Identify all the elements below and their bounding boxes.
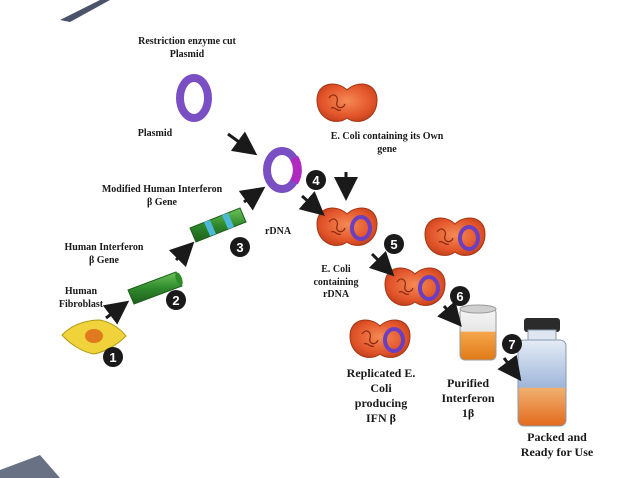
step-number: 1 — [109, 350, 116, 365]
step-badge-2: 2 — [166, 290, 186, 310]
ecoli-rdna-icon — [316, 207, 378, 247]
packed-vial-icon — [517, 318, 567, 427]
step-number: 5 — [390, 237, 397, 252]
human-fibroblast-label: Human Fibroblast — [58, 286, 104, 310]
purified-label: Purified Interferon 1β — [441, 376, 495, 420]
step-badge-4: 4 — [306, 170, 326, 190]
ecoli-own-gene-label: E. Coli containing its Own gene — [330, 131, 444, 155]
ecoli-rdna-label: E. Coli containing rDNA — [313, 264, 359, 300]
ecoli-own-gene-icon — [316, 83, 378, 123]
human-gene-segment-icon — [127, 271, 183, 305]
step-number: 7 — [508, 337, 515, 352]
packed-label: Packed and Ready for Use — [520, 430, 594, 459]
step-badge-1: 1 — [103, 347, 123, 367]
restriction-enzyme-label: Restriction enzyme cut Plasmid — [138, 36, 236, 60]
step-number: 3 — [236, 240, 243, 255]
modified-gene-segment-icon — [189, 207, 247, 243]
modified-gene-label: Modified Human Interferon β Gene — [101, 184, 223, 208]
step-badges: 1 2 3 4 5 6 7 — [103, 170, 522, 367]
rdna-ring-icon — [263, 147, 302, 193]
step-number: 4 — [312, 173, 320, 188]
fibroblast-cell-icon — [61, 319, 127, 355]
flow-arrows — [102, 131, 522, 382]
step-badge-7: 7 — [502, 334, 522, 354]
step-number: 2 — [172, 293, 179, 308]
ecoli-replicated-icon-b — [384, 267, 446, 307]
step-badge-3: 3 — [230, 237, 250, 257]
human-interferon-gene-label: Human Interferon β Gene — [64, 242, 144, 266]
plasmid-label: Plasmid — [137, 128, 173, 139]
plasmid-ring-icon — [176, 74, 212, 122]
step-badge-5: 5 — [384, 234, 404, 254]
ecoli-replicated-icon-a — [424, 217, 486, 257]
step-badge-6: 6 — [450, 286, 470, 306]
ecoli-replicated-icon-c — [349, 319, 411, 359]
purified-flask-icon — [459, 304, 497, 361]
rdna-label: rDNA — [264, 226, 292, 237]
step-number: 6 — [456, 289, 463, 304]
replicated-label: Replicated E. Coli producing IFN β — [346, 366, 416, 425]
